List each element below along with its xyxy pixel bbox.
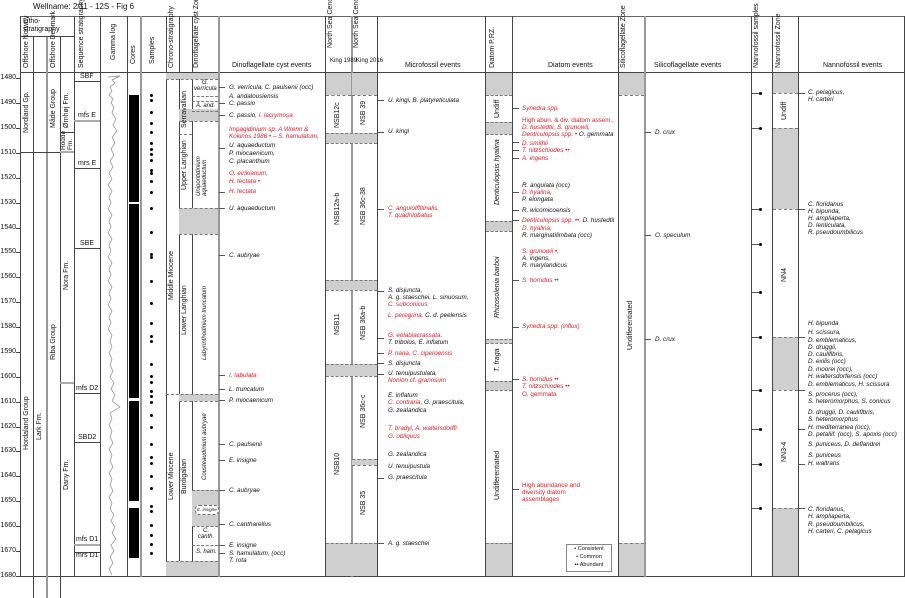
dino-zone-a-and: A. and. bbox=[196, 103, 216, 109]
core-2 bbox=[129, 204, 139, 398]
chrono-upper-langhian: Upper Langhian bbox=[181, 140, 188, 190]
litho-hodde-fm: Hodde Fm. bbox=[60, 130, 74, 150]
king1989-nsb10: NSB10 bbox=[334, 452, 341, 475]
figure-title: Wellname: 2/11 - 12S - Fig 6 bbox=[33, 2, 135, 11]
header-cores: Cores bbox=[130, 45, 137, 64]
diatom-zone-denticulopsis-hyalina: Denticulopsis hyalina bbox=[494, 139, 501, 205]
header-offshore-denmark: Offshore Denmark bbox=[50, 10, 57, 68]
dino-zone-unipontidinium: Unipontidinium aquaeductum bbox=[196, 156, 208, 196]
seq-sbd2: SBD2 bbox=[78, 434, 97, 441]
diatom-zone-undiff: Undiff bbox=[494, 99, 501, 118]
header-silicoflagellate-zone: Silicoflagellate Zone bbox=[620, 5, 627, 68]
header-king1989: North Sea Cenozoic Microfossils bbox=[327, 0, 335, 48]
header-samples: Samples bbox=[149, 36, 156, 64]
header-silicoflagellate-events: Silicoflagellate events bbox=[654, 62, 722, 69]
seq-mfs-e: mfs E bbox=[78, 112, 96, 119]
header-gamma-log: Gamma log bbox=[110, 23, 117, 60]
abundance-legend: • Consistent • Common •• Abundant bbox=[566, 544, 612, 572]
litho-nora-fm: Nora Fm. bbox=[63, 260, 70, 290]
nanno-zone-undiff: Undiff bbox=[781, 101, 788, 120]
dino-zone-c-canth: C. canth. bbox=[197, 528, 215, 540]
diatom-zone-undifferentiated: Undifferentiated bbox=[494, 450, 501, 500]
silico-zone-undifferentiated: Undifferentiated bbox=[627, 300, 634, 350]
header-king2016: North Sea Cenozoic Microfossils bbox=[353, 0, 361, 48]
litho-dany-fm: Dany Fm. bbox=[63, 459, 70, 490]
litho-ornhoj-fm: Ørnhøj Fm. bbox=[63, 92, 70, 128]
king1989-nsb11: NSB11 bbox=[334, 313, 341, 335]
king2016-nsb36c-c: NSB 36c-c bbox=[360, 394, 367, 428]
litho-riba-group: Riba Group bbox=[50, 324, 57, 360]
litho-hordaland-group: Hordaland Group bbox=[23, 396, 30, 450]
header-diatom-events: Diatom events bbox=[548, 62, 593, 69]
header-microfossil-events: Microfossil events bbox=[405, 62, 461, 69]
seq-sbf: SBF bbox=[80, 73, 94, 80]
chrono-serravallian: Serravallian bbox=[181, 91, 188, 128]
seq-mrs-d1: mrs D1 bbox=[76, 552, 99, 559]
king2016-nsb36c-38: NSB 36c-38 bbox=[360, 187, 367, 225]
diatom-zone-t-fraga: T. fraga bbox=[494, 348, 501, 372]
dino-zone-g-verricula: G. verricula bbox=[194, 80, 217, 92]
king2016-nsb36a-b: NSB 36a-b bbox=[360, 305, 367, 340]
litho-nordland-gp: Nordland Gp. bbox=[23, 91, 30, 133]
header-king1989-sub: King 1989 bbox=[330, 58, 358, 64]
king2016-nsb39: NSB 39 bbox=[360, 100, 367, 125]
header-nannofossil-zone: Nannofossil Zone bbox=[775, 13, 782, 68]
header-sequence-stratigraphy: Sequence stratigraphy bbox=[78, 0, 85, 68]
chrono-lower-miocene: Lower Miocene bbox=[168, 452, 175, 500]
king1989-nsb12c: NSB12c bbox=[334, 102, 341, 128]
king1989-nsb12a-b: NSB12a-b bbox=[334, 192, 341, 225]
nanno-zone-nn4: NN4 bbox=[781, 267, 788, 282]
header-offshore-norway: Offshore Norway bbox=[23, 15, 30, 68]
header-nannofossil-samples: Nannofossil samples bbox=[753, 3, 760, 68]
core-3 bbox=[129, 401, 139, 501]
dino-zone-s-ham: S. ham. bbox=[196, 549, 217, 555]
seq-sbe: SBE bbox=[80, 240, 95, 247]
header-nannofossil-events: Nannofossil events bbox=[823, 62, 883, 69]
chart-frame bbox=[20, 16, 905, 577]
header-chronostratigraphy: Chrono-stratigraphy bbox=[168, 6, 175, 68]
header-dinoflagellate-zone: Dinoflagellate cyst Zone bbox=[193, 0, 200, 68]
seq-mfs-d2: mfs D2 bbox=[76, 385, 99, 392]
chrono-burdigalian: Burdigalian bbox=[181, 458, 188, 494]
seq-mrs-e: mrs E bbox=[78, 160, 97, 167]
litho-made-group: Måde Group bbox=[50, 89, 57, 128]
header-divider bbox=[20, 72, 905, 73]
core-1 bbox=[129, 95, 139, 202]
header-king2016-sub: King 2016 bbox=[356, 58, 384, 64]
header-lithostratigraphy: Litho-stratigraphy bbox=[23, 18, 60, 33]
dino-zone-e-insigne: E. insigne bbox=[195, 505, 219, 515]
gamma-log-curve bbox=[107, 75, 121, 576]
dino-zone-cousteaudinium: Cousteaudinium aubryae bbox=[202, 413, 208, 480]
dino-zone-labyrinthodinium: Labyrinthodinium truncatum bbox=[202, 285, 208, 360]
chrono-lower-langhian: Lower Langhian bbox=[181, 285, 188, 335]
header-dinoflagellate-events: Dinoflagellate cyst events bbox=[232, 62, 312, 69]
bottom-axis-line bbox=[20, 576, 905, 577]
litho-lark-fm: Lark Fm. bbox=[36, 412, 43, 440]
nanno-zone-nn3-4: NN3-4 bbox=[781, 441, 788, 462]
seq-mfs-d1: mfs D1 bbox=[76, 536, 99, 543]
chrono-middle-miocene: Middle Miocene bbox=[168, 250, 175, 300]
header-diatom-prz: Diatom P.RZ. bbox=[489, 26, 496, 68]
core-4 bbox=[129, 508, 139, 558]
king2016-nsb35: NSB 35 bbox=[360, 490, 367, 515]
diatom-zone-rhizosolenia-barboi: Rhizosolenia barboi bbox=[494, 256, 501, 318]
